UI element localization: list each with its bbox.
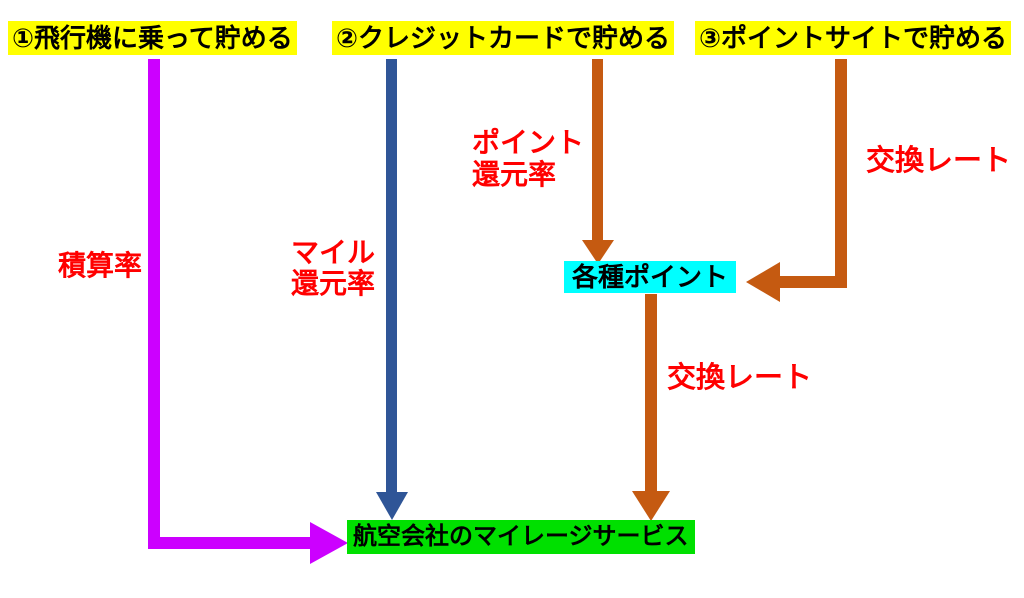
heading-save-by-credit-card: ②クレジットカードで貯める: [332, 21, 675, 55]
arrow-flight-to-mileage-vertical: [148, 59, 160, 549]
arrow-site-to-points-horizontal: [780, 276, 847, 288]
label-exchange-rate-points: 交換レート: [667, 362, 813, 394]
arrow-card-to-points-arrowhead: [582, 240, 614, 264]
label-mile-redemption-line2: 還元率: [290, 268, 375, 299]
label-mile-redemption-line1: マイル: [290, 237, 375, 268]
arrow-flight-to-mileage-horizontal: [148, 537, 310, 549]
node-various-points: 各種ポイント: [564, 261, 737, 293]
arrow-card-to-points-vertical: [592, 59, 603, 241]
arrow-site-to-points-arrowhead: [746, 262, 780, 302]
arrow-site-to-points-vertical: [835, 59, 847, 288]
arrow-flight-to-mileage-arrowhead: [310, 522, 348, 564]
node-airline-mileage-service: 航空会社のマイレージサービス: [347, 520, 695, 554]
heading-save-by-flying: ①飛行機に乗って貯める: [8, 21, 297, 55]
label-accrual-rate: 積算率: [57, 250, 142, 281]
arrow-card-to-mileage-vertical: [386, 59, 397, 493]
label-point-redemption-rate: ポイント 還元率: [472, 127, 584, 191]
label-point-redemption-line2: 還元率: [472, 159, 557, 190]
label-exchange-rate-site: 交換レート: [866, 145, 1012, 177]
label-mile-redemption-rate: マイル 還元率: [285, 237, 381, 299]
arrow-points-to-mileage-arrowhead: [632, 491, 670, 521]
label-point-redemption-line1: ポイント: [472, 127, 585, 158]
heading-save-by-point-site: ③ポイントサイトで貯める: [695, 21, 1012, 55]
arrow-points-to-mileage-vertical: [645, 294, 657, 492]
arrow-card-to-mileage-arrowhead: [376, 492, 408, 520]
